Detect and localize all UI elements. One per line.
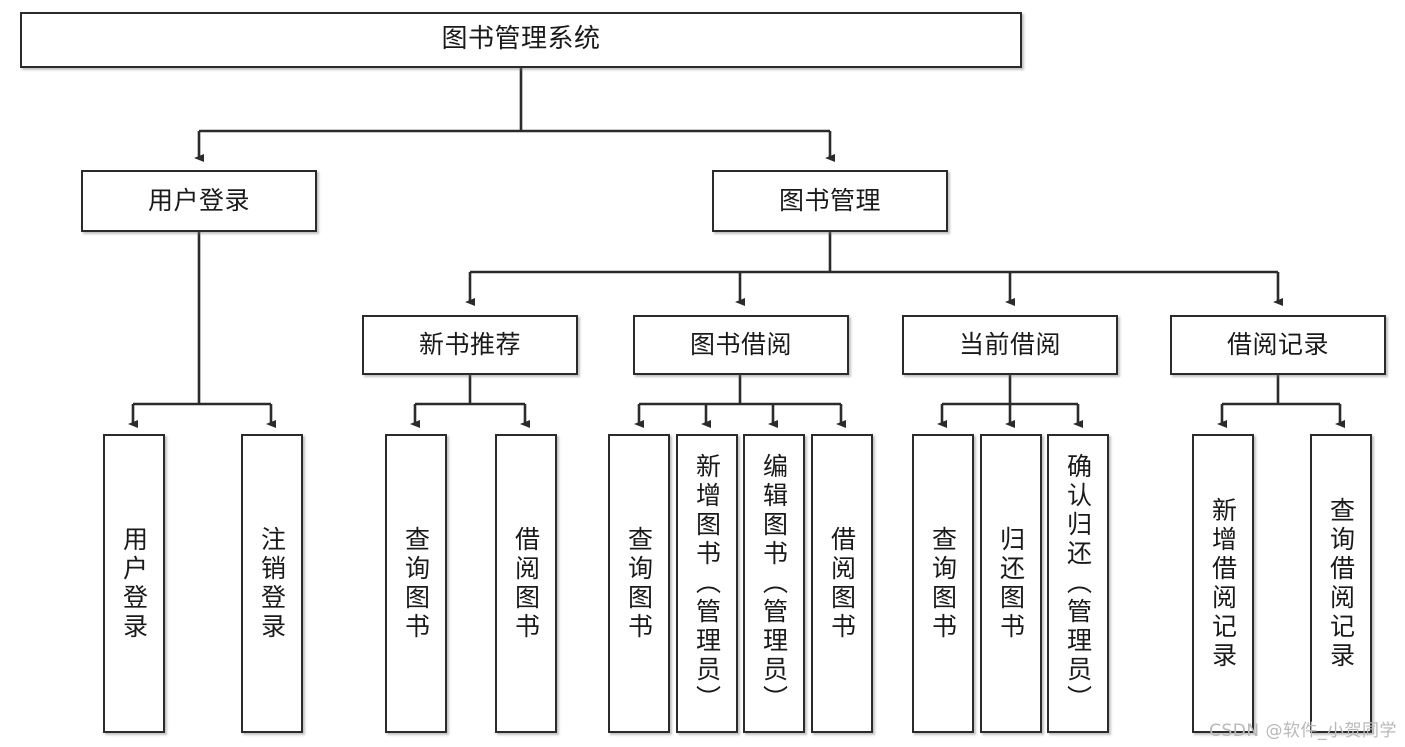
leaf-borrow-book-recommend[interactable]: 借阅图书	[495, 434, 557, 733]
node-label: 归还图书	[996, 525, 1026, 642]
leaf-edit-book-admin[interactable]: 编辑图书（管理员）	[743, 434, 805, 733]
leaf-logout[interactable]: 注销登录	[241, 434, 303, 733]
node-borrow-record[interactable]: 借阅记录	[1170, 315, 1386, 375]
leaf-query-book-borrow[interactable]: 查询图书	[608, 434, 670, 733]
csdn-watermark: CSDN @软件_小贺同学	[1209, 721, 1397, 741]
node-user-login[interactable]: 用户登录	[81, 170, 317, 232]
leaf-query-borrow-record[interactable]: 查询借阅记录	[1310, 434, 1372, 733]
node-label: 用户登录	[147, 185, 250, 215]
leaf-query-book-current[interactable]: 查询图书	[912, 434, 974, 733]
node-label: 编辑图书（管理员）	[759, 453, 789, 714]
leaf-add-book-admin[interactable]: 新增图书（管理员）	[676, 434, 738, 733]
leaf-user-login[interactable]: 用户登录	[103, 434, 165, 733]
node-label: 图书借阅	[689, 329, 792, 359]
node-label: 新书推荐	[418, 329, 521, 359]
node-label: 借阅图书	[827, 525, 857, 642]
leaf-return-book[interactable]: 归还图书	[980, 434, 1042, 733]
node-label: 借阅图书	[511, 525, 541, 642]
node-label: 查询图书	[928, 525, 958, 642]
node-label: 图书管理	[778, 185, 881, 215]
node-label: 查询借阅记录	[1326, 496, 1356, 671]
leaf-add-borrow-record[interactable]: 新增借阅记录	[1192, 434, 1254, 733]
leaf-borrow-book[interactable]: 借阅图书	[811, 434, 873, 733]
node-label: 图书管理系统	[441, 24, 601, 55]
node-label: 用户登录	[119, 525, 149, 642]
node-label: 查询图书	[624, 525, 654, 642]
node-label: 当前借阅	[958, 329, 1061, 359]
node-book-borrow[interactable]: 图书借阅	[633, 315, 849, 375]
node-label: 借阅记录	[1226, 329, 1329, 359]
node-current-borrow[interactable]: 当前借阅	[902, 315, 1118, 375]
node-label: 查询图书	[401, 525, 431, 642]
node-label: 新增借阅记录	[1208, 496, 1238, 671]
leaf-query-book-recommend[interactable]: 查询图书	[385, 434, 447, 733]
node-book-management-system[interactable]: 图书管理系统	[20, 12, 1022, 68]
node-label: 注销登录	[257, 525, 287, 642]
node-label: 新增图书（管理员）	[692, 453, 722, 714]
node-label: 确认归还（管理员）	[1063, 453, 1093, 714]
node-new-book-recommend[interactable]: 新书推荐	[362, 315, 578, 375]
leaf-confirm-return-admin[interactable]: 确认归还（管理员）	[1047, 434, 1109, 733]
node-book-management[interactable]: 图书管理	[712, 170, 948, 232]
